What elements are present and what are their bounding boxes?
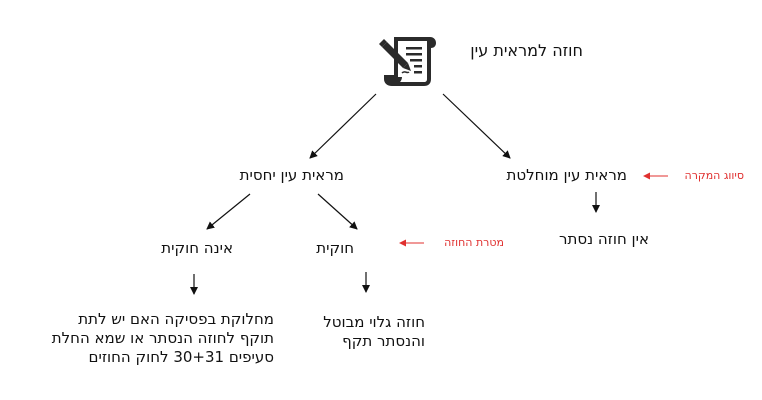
absolute-node-label: מראית עין מוחלטת [506,166,627,184]
relative-node-label: מראית עין יחסית [239,166,344,184]
absolute-child-label: אין חוזה נסתר [559,230,649,248]
arrow-relative-to-illegal [206,193,251,230]
illegal-child-line-3: סעיפים 30+31 לחוק החוזים [88,348,274,366]
legal-child-line-2: והנסתר תקף [342,332,425,350]
illegal-child-line-2: תוקף לחוזה הנסתר או שמא החלת [51,329,274,347]
annotation-case-classification: סיווג המקרה [684,169,744,182]
legal-node-label: חוקית [316,239,354,257]
annotation-contract-purpose: מטרת החוזה [444,236,504,249]
illegal-child-text: מחלוקת בפסיקה האם יש לתת תוקף לחוזה הנסת… [14,310,274,367]
legal-child-line-1: חוזה גלוי מבוטל [323,313,425,331]
illegal-child-line-1: מחלוקת בפסיקה האם יש לתת [78,310,274,328]
arrow-root-to-absolute [442,93,511,159]
arrow-root-to-relative [309,93,377,159]
legal-child-text: חוזה גלוי מבוטל והנסתר תקף [285,313,425,351]
root-node-label: חוזה למראית עין [470,41,583,60]
illegal-node-label: אינה חוקית [161,239,233,257]
contract-scroll-pen-icon [379,37,436,86]
arrow-relative-to-legal [317,193,358,230]
